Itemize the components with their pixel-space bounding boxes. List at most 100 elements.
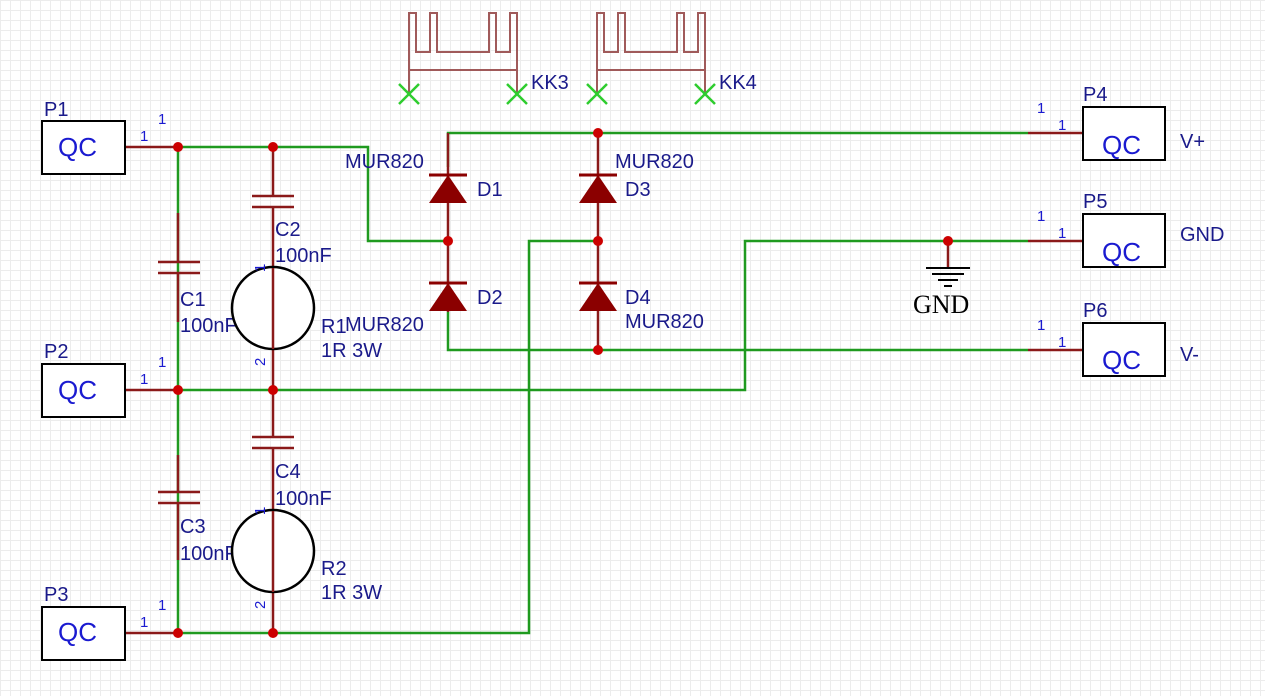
diode-body [579, 175, 617, 203]
pin-number: 1 [140, 614, 148, 631]
heatsink-kk4: KK4 [586, 12, 757, 105]
component-ref: D2 [477, 287, 503, 309]
connector-ref: P4 [1083, 84, 1107, 106]
net-label-vminus: V- [1180, 344, 1199, 366]
diode-body [429, 283, 467, 311]
connector-body [41, 120, 126, 175]
net-label-gnd: GND [1180, 224, 1224, 246]
pin-number: 1 [140, 128, 148, 145]
ground-symbol: GND [913, 267, 970, 319]
component-ref: D4 [625, 287, 651, 309]
capacitor-c2: C2 100nF [252, 194, 332, 267]
connector-ref: P2 [44, 341, 68, 363]
pin-number: 1 [158, 354, 166, 371]
component-value: MUR820 [345, 314, 424, 336]
wire-center-to-gnd [178, 239, 1028, 392]
no-connect-marker [398, 83, 528, 105]
resistor-r1: 1 2 R1 1R 3W [230, 264, 382, 366]
connector-value: QC [1102, 237, 1141, 267]
connector-p2: QC P2 1 1 [41, 341, 166, 418]
connector-value: QC [58, 617, 97, 647]
component-value: 100nF [275, 488, 332, 510]
component-ref: R2 [321, 558, 347, 580]
capacitor-c1: C1 100nF [158, 260, 237, 337]
component-ref: D1 [477, 179, 503, 201]
pin-number: 1 [1037, 100, 1045, 117]
component-ref: R1 [321, 316, 347, 338]
component-ref: C4 [275, 461, 301, 483]
connector-p5: QC P5 1 1 GND [1037, 191, 1224, 268]
capacitor-c3: C3 100nF [158, 490, 237, 565]
wire-p3-to-d3d4-mid [178, 239, 598, 635]
connector-p6: QC P6 1 1 V- [1037, 300, 1199, 377]
junction-dot [173, 142, 183, 152]
junction-dot [443, 236, 453, 246]
connector-value: QC [58, 375, 97, 405]
connector-p3: QC P3 1 1 [41, 584, 166, 661]
diode-d2: MUR820 D2 [345, 281, 503, 336]
resistor-r2: 1 2 R2 1R 3W [230, 507, 382, 609]
pin-number: 1 [1058, 117, 1066, 134]
wire-vminus-rail [446, 312, 1028, 352]
connector-value: QC [1102, 130, 1141, 160]
component-ref: KK4 [719, 72, 757, 94]
component-value: MUR820 [625, 311, 704, 333]
junction-dot [593, 236, 603, 246]
component-ref: C3 [180, 516, 206, 538]
diode-body [579, 283, 617, 311]
connector-body [1082, 213, 1166, 268]
junction-dot [593, 345, 603, 355]
junction-dot [943, 236, 953, 246]
component-ref: C2 [275, 219, 301, 241]
junction-dot [173, 385, 183, 395]
diode-body [429, 175, 467, 203]
capacitor-c4: C4 100nF [252, 435, 332, 510]
component-value: MUR820 [615, 151, 694, 173]
component-ref: D3 [625, 179, 651, 201]
component-value: 1R 3W [321, 340, 382, 362]
pin-number: 1 [158, 111, 166, 128]
ground-label: GND [913, 290, 969, 319]
pin-number: 1 [158, 597, 166, 614]
pin-number: 1 [1058, 334, 1066, 351]
pin-number: 1 [1037, 317, 1045, 334]
connector-ref: P3 [44, 584, 68, 606]
component-ref: C1 [180, 289, 206, 311]
diode-d4: D4 MUR820 [579, 281, 704, 333]
pin-number: 2 [252, 601, 269, 609]
heatsink-kk3: KK3 [398, 12, 569, 105]
pin-number: 1 [1058, 225, 1066, 242]
junctions [173, 128, 953, 638]
junction-dot [268, 385, 278, 395]
heatsink-outline [408, 12, 518, 71]
heatsink-outline [596, 12, 706, 71]
pin-number: 1 [1037, 208, 1045, 225]
component-value: 100nF [275, 245, 332, 267]
net-label-vplus: V+ [1180, 131, 1205, 153]
junction-dot [268, 142, 278, 152]
connector-p4: QC P4 1 1 V+ [1037, 84, 1205, 161]
component-value: 100nF [180, 315, 237, 337]
pin-number: 1 [252, 507, 269, 515]
pin-number: 2 [252, 358, 269, 366]
wire-vplus-rail [446, 131, 1028, 167]
connector-body [1082, 106, 1166, 161]
connector-p1: QC P1 1 1 [41, 99, 166, 175]
diode-d3: MUR820 D3 [579, 151, 694, 203]
junction-dot [593, 128, 603, 138]
connector-body [41, 606, 126, 661]
junction-dot [268, 628, 278, 638]
junction-dot [173, 628, 183, 638]
connector-ref: P1 [44, 99, 68, 121]
pin-number: 1 [140, 371, 148, 388]
connector-body [1082, 322, 1166, 377]
component-value: 100nF [180, 543, 237, 565]
connector-ref: P6 [1083, 300, 1107, 322]
connector-value: QC [58, 132, 97, 162]
connector-value: QC [1102, 345, 1141, 375]
connector-body [41, 363, 126, 418]
component-value: MUR820 [345, 151, 424, 173]
component-ref: KK3 [531, 72, 569, 94]
connector-ref: P5 [1083, 191, 1107, 213]
